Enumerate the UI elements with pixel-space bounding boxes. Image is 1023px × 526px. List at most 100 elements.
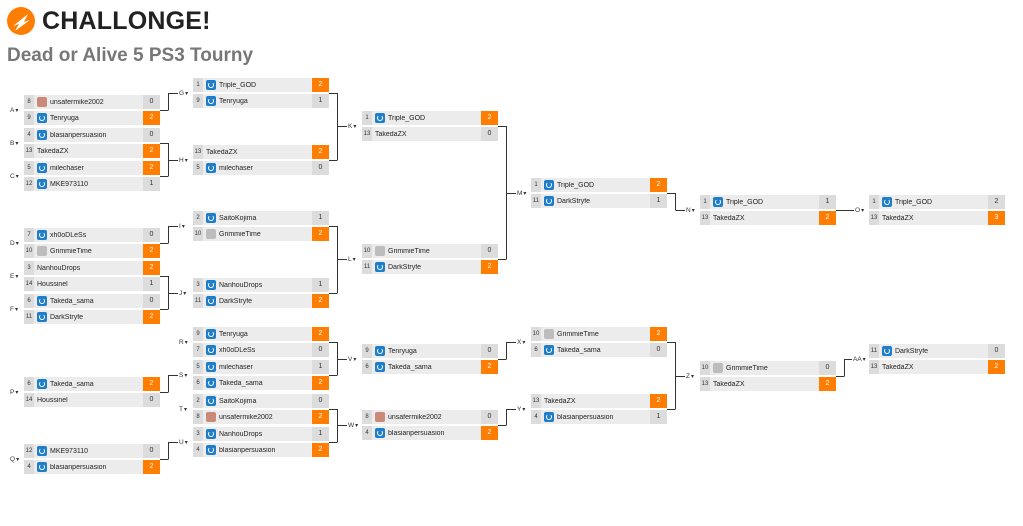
match-label-w[interactable]: W▾	[348, 420, 358, 430]
match-label-l[interactable]: L▾	[348, 254, 356, 264]
match-label-r[interactable]: R▾	[179, 337, 188, 347]
match-label-aa[interactable]: AA▾	[853, 354, 866, 364]
match-label-h[interactable]: H▾	[179, 155, 188, 165]
match-label-u[interactable]: U▾	[179, 437, 188, 447]
match-label-e[interactable]: E▾	[10, 271, 18, 281]
match-label-z[interactable]: Z▾	[686, 371, 694, 381]
participant-row[interactable]: 10GrimmieTime2	[531, 327, 667, 341]
match-label-g[interactable]: G▾	[179, 88, 188, 98]
match-label-t[interactable]: T▾	[179, 404, 187, 414]
match-label-p[interactable]: P▾	[10, 387, 18, 397]
match-label-m[interactable]: M▾	[517, 188, 526, 198]
match-label-v[interactable]: V▾	[348, 354, 356, 364]
match-label-b[interactable]: B▾	[10, 138, 18, 148]
match-label-s[interactable]: S▾	[179, 370, 187, 380]
participant-row[interactable]: 8unsafermike20020	[362, 410, 498, 424]
match-label-q[interactable]: Q▾	[10, 454, 19, 464]
match-label-x[interactable]: X▾	[517, 337, 525, 347]
match-label-o[interactable]: O▾	[855, 205, 864, 215]
match-label-j[interactable]: J▾	[179, 288, 186, 298]
participant-row[interactable]: 3NanhouDrops1	[193, 427, 329, 441]
match-label-c[interactable]: C▾	[10, 171, 19, 181]
match-label-d[interactable]: D▾	[10, 238, 19, 248]
participant-row[interactable]: 5milechaser0	[193, 161, 329, 175]
match-label-a[interactable]: A▾	[10, 105, 18, 115]
match-label-k[interactable]: K▾	[348, 121, 356, 131]
match-label-n[interactable]: N▾	[686, 205, 695, 215]
match-label-y[interactable]: Y▾	[517, 404, 525, 414]
match-label-f[interactable]: F▾	[10, 304, 18, 314]
participant-row[interactable]: 9Tenryuga0	[362, 344, 498, 358]
